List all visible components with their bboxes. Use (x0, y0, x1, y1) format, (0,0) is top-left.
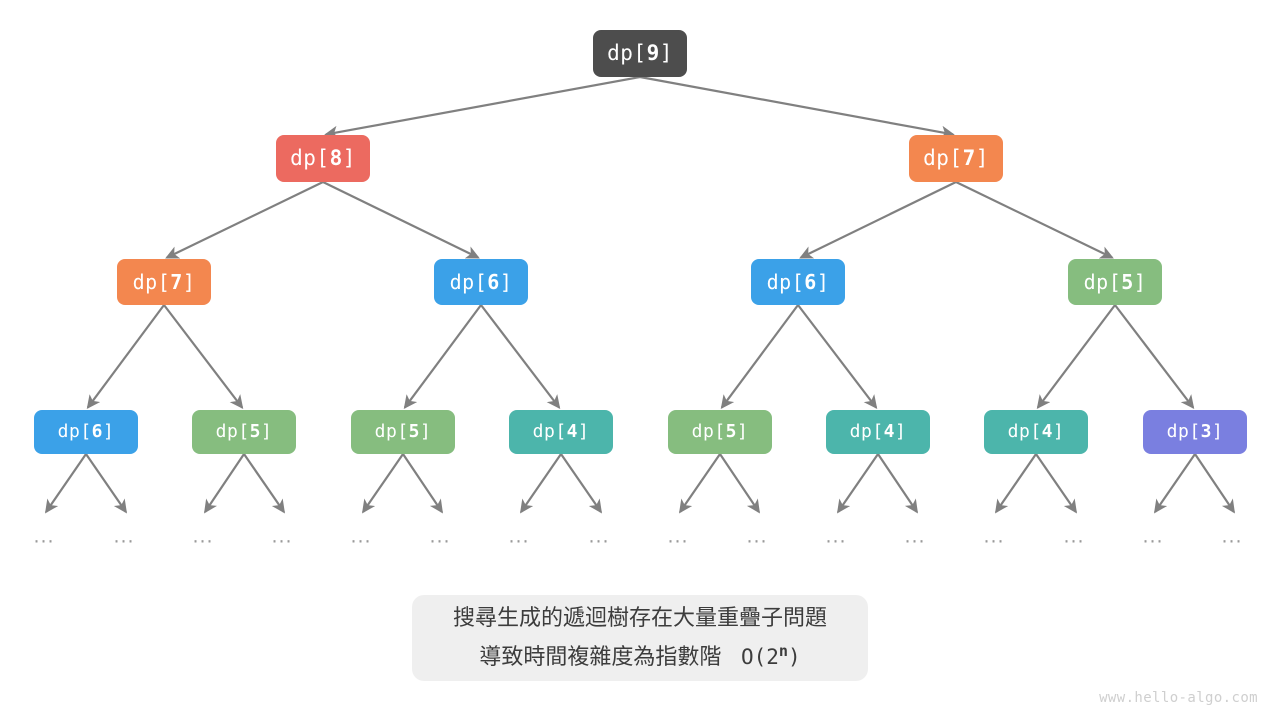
edge-arrow (799, 181, 957, 259)
tree-node-dp4[interactable]: dp[4] (509, 410, 613, 454)
caption-line-1: 搜尋生成的遞迴樹存在大量重疊子問題 (452, 605, 827, 631)
leaf-edge-arrow (362, 453, 404, 514)
tree-node-dp6[interactable]: dp[6] (751, 259, 845, 305)
edge-arrow (1036, 304, 1116, 410)
tree-node-dp8[interactable]: dp[8] (276, 135, 370, 182)
tree-node-dp5[interactable]: dp[5] (351, 410, 455, 454)
edge-arrow (324, 75, 641, 139)
node-label: dp[4] (1007, 421, 1065, 442)
ellipsis-marker: ... (429, 525, 451, 548)
tree-node-dp7[interactable]: dp[7] (909, 135, 1003, 182)
tree-node-dp7[interactable]: dp[7] (117, 259, 211, 305)
edge-arrow (163, 304, 244, 410)
node-label: dp[5] (1083, 270, 1147, 294)
leaf-edge-arrow (719, 453, 760, 514)
ellipsis-marker: ... (113, 525, 135, 548)
ellipsis-marker: ... (746, 525, 768, 548)
leaf-edge-arrow (1154, 453, 1196, 514)
edge-arrow (86, 304, 165, 410)
node-label: dp[5] (374, 421, 432, 442)
tree-node-dp6[interactable]: dp[6] (34, 410, 138, 454)
tree-node-dp9[interactable]: dp[9] (593, 30, 687, 77)
node-label: dp[7] (923, 146, 989, 170)
watermark: www.hello-algo.com (1099, 690, 1258, 706)
leaf-edge-arrow (995, 453, 1037, 514)
edge-arrow (720, 304, 799, 410)
tree-node-dp4[interactable]: dp[4] (826, 410, 930, 454)
complexity-exponent: n (778, 641, 789, 660)
edge-arrow (403, 304, 482, 410)
tree-node-dp6[interactable]: dp[6] (434, 259, 528, 305)
edge-arrow (165, 181, 324, 259)
tree-node-dp3[interactable]: dp[3] (1143, 410, 1247, 454)
node-label: dp[5] (691, 421, 749, 442)
node-label: dp[6] (766, 270, 830, 294)
complexity-expression: O(2n) (728, 641, 801, 669)
caption-line-2: 導致時間複雜度為指數階 O(2n) (479, 635, 800, 674)
ellipsis-marker: ... (271, 525, 293, 548)
tree-node-dp5[interactable]: dp[5] (192, 410, 296, 454)
node-label: dp[3] (1166, 421, 1224, 442)
leaf-edge-arrow (85, 453, 127, 514)
ellipsis-marker: ... (33, 525, 55, 548)
complexity-open: O(2 (740, 644, 779, 669)
edge-arrow (639, 75, 955, 139)
tree-node-dp5[interactable]: dp[5] (1068, 259, 1162, 305)
leaf-edge-arrow (520, 453, 562, 514)
complexity-close: ) (788, 644, 801, 669)
caption-box: 搜尋生成的遞迴樹存在大量重疊子問題 導致時間複雜度為指數階 O(2n) (412, 595, 868, 681)
node-label: dp[6] (449, 270, 513, 294)
node-label: dp[9] (607, 41, 673, 65)
node-label: dp[7] (132, 270, 196, 294)
edge-arrow (480, 304, 561, 410)
ellipsis-marker: ... (350, 525, 372, 548)
ellipsis-marker: ... (1142, 525, 1164, 548)
leaf-edge-arrow (1035, 453, 1077, 514)
node-label: dp[4] (849, 421, 907, 442)
edge-arrow (322, 181, 480, 259)
ellipsis-marker: ... (1221, 525, 1243, 548)
ellipsis-marker: ... (825, 525, 847, 548)
leaf-edge-arrow (837, 453, 879, 514)
tree-node-dp5[interactable]: dp[5] (668, 410, 772, 454)
node-label: dp[8] (290, 146, 356, 170)
node-label: dp[4] (532, 421, 590, 442)
leaf-edge-arrow (204, 453, 245, 514)
tree-node-dp4[interactable]: dp[4] (984, 410, 1088, 454)
ellipsis-marker: ... (192, 525, 214, 548)
leaf-edge-arrow (560, 453, 602, 514)
leaf-edge-arrow (243, 453, 285, 514)
ellipsis-marker: ... (508, 525, 530, 548)
edge-arrow (955, 181, 1114, 259)
caption-line-2-text: 導致時間複雜度為指數階 (479, 644, 722, 670)
leaf-edge-arrow (877, 453, 918, 514)
ellipsis-marker: ... (904, 525, 926, 548)
node-label: dp[5] (215, 421, 273, 442)
edge-arrow (1114, 304, 1195, 410)
leaf-edge-arrow (679, 453, 721, 514)
node-label: dp[6] (57, 421, 115, 442)
ellipsis-marker: ... (983, 525, 1005, 548)
ellipsis-marker: ... (1063, 525, 1085, 548)
ellipsis-marker: ... (588, 525, 610, 548)
edge-arrow (797, 304, 878, 410)
leaf-edge-arrow (1194, 453, 1235, 514)
leaf-edge-arrow (45, 453, 87, 514)
ellipsis-marker: ... (667, 525, 689, 548)
leaf-edge-arrow (402, 453, 443, 514)
